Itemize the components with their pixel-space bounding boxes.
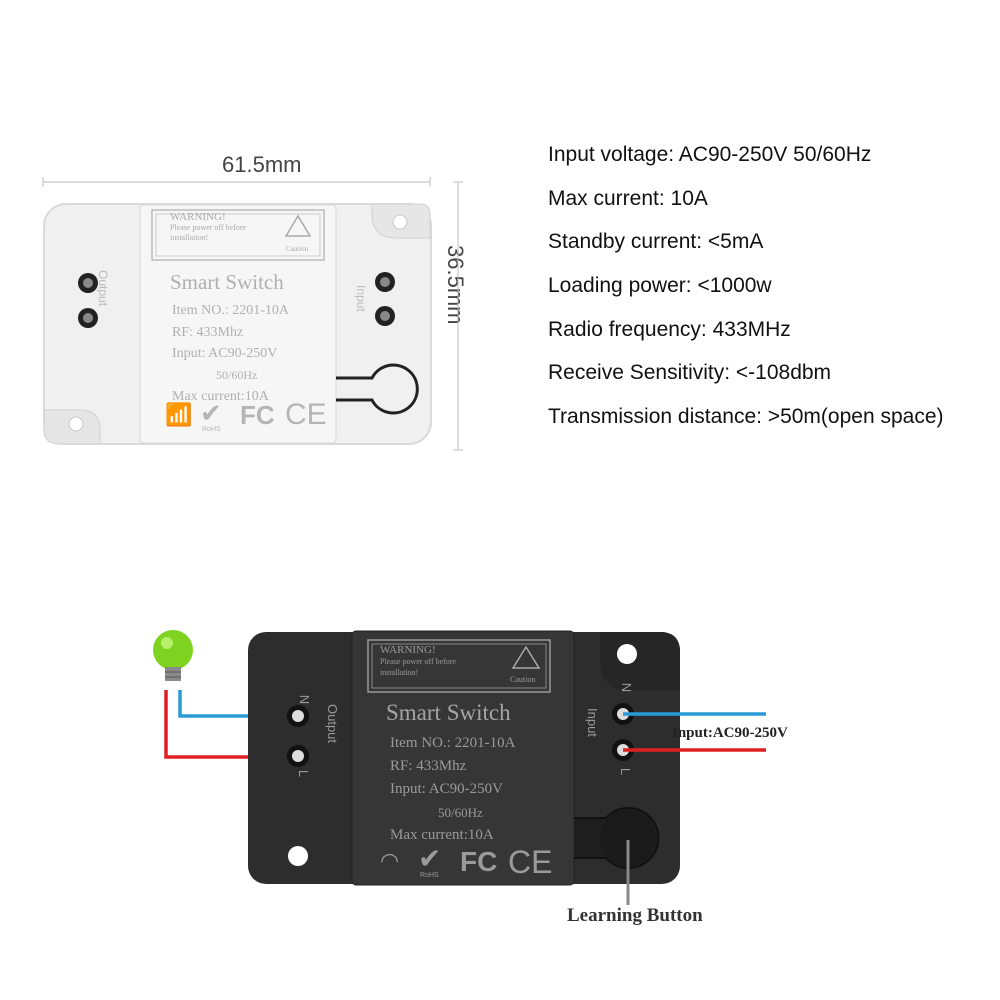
black-n-left: N — [297, 694, 313, 705]
black-wifi-icon: ◠ — [380, 848, 400, 873]
spec-transmission-distance: Transmission distance: >50m(open space) — [548, 405, 944, 429]
black-switch-case — [248, 630, 680, 886]
spec-max-current: Max current: 10A — [548, 186, 708, 210]
black-input-terminals — [612, 703, 634, 761]
spec-standby-current: Standby current: <5mA — [548, 230, 764, 254]
black-n-right: N — [619, 682, 635, 693]
input-voltage-callout: Input:AC90-250V — [672, 725, 788, 741]
black-fc-mark: FC — [460, 846, 498, 877]
max-current-spec: Max current:10A — [172, 389, 269, 404]
check-icon: ✔ — [200, 398, 222, 428]
black-freq-spec: 50/60Hz — [438, 805, 483, 820]
black-item-number: Item NO.: 2201-10A — [390, 735, 516, 751]
learning-button-callout: Learning Button — [567, 905, 703, 926]
width-dimension-label: 61.5mm — [222, 152, 302, 177]
spec-list: Input voltage: AC90-250V 50/60Hz Max cur… — [548, 140, 944, 446]
black-device-title: Smart Switch — [386, 700, 511, 725]
black-l-left: L — [296, 769, 312, 778]
black-l-right: L — [618, 767, 634, 776]
black-rohs-label: RoHS — [420, 872, 439, 879]
black-input-side-label: Input — [585, 708, 600, 737]
caution-label: Caution — [286, 245, 309, 253]
spec-input-voltage: Input voltage: AC90-250V 50/60Hz — [548, 143, 872, 166]
item-number: Item NO.: 2201-10A — [172, 303, 290, 318]
warning-line2: installation! — [170, 233, 209, 242]
black-output-label: Output — [325, 704, 340, 744]
black-warning-line1: Please power off before — [380, 657, 457, 666]
input-spec: Input: AC90-250V — [172, 346, 278, 361]
black-input-spec: Input: AC90-250V — [390, 781, 503, 797]
white-output-terminals — [78, 273, 98, 328]
white-switch-case — [43, 203, 432, 445]
light-bulb-icon — [153, 630, 193, 681]
black-check-icon: ✔ — [418, 843, 442, 874]
device-title: Smart Switch — [170, 270, 284, 294]
wifi-icon: 📶 — [165, 402, 193, 427]
freq-spec: 50/60Hz — [216, 367, 258, 382]
fc-mark: FC — [240, 400, 275, 430]
black-ce-mark: CE — [508, 844, 553, 880]
black-max-current-spec: Max current:10A — [390, 827, 494, 843]
warning-line1: Please power off before — [170, 223, 247, 232]
black-rf-spec: RF: 433Mhz — [390, 758, 467, 774]
white-input-terminals — [375, 272, 395, 326]
warning-title: WARNING! — [170, 211, 226, 223]
spec-loading-power: Loading power: <1000w — [548, 274, 772, 298]
black-output-terminals — [287, 705, 309, 767]
rf-spec: RF: 433Mhz — [172, 324, 244, 340]
ce-mark: CE — [285, 398, 327, 431]
white-device-illustration — [42, 177, 463, 451]
rohs-label: RoHS — [202, 426, 221, 433]
black-caution-label: Caution — [510, 675, 536, 684]
black-warning-title: WARNING! — [380, 644, 436, 656]
spec-receive-sensitivity: Receive Sensitivity: <-108dbm — [548, 361, 832, 385]
spec-radio-frequency: Radio frequency: 433MHz — [548, 317, 791, 341]
black-warning-line2: installation! — [380, 668, 419, 677]
